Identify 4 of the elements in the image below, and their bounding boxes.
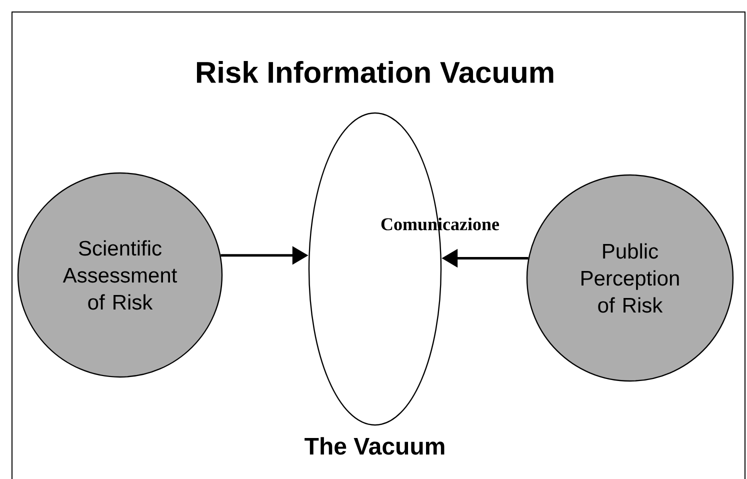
diagram-title: Risk Information Vacuum	[196, 60, 554, 84]
circle-node: Scientific Assessment of Risk	[17, 172, 223, 378]
circle-node: Public Perception of Risk	[526, 174, 734, 382]
node-label: The Vacuum	[304, 437, 444, 455]
